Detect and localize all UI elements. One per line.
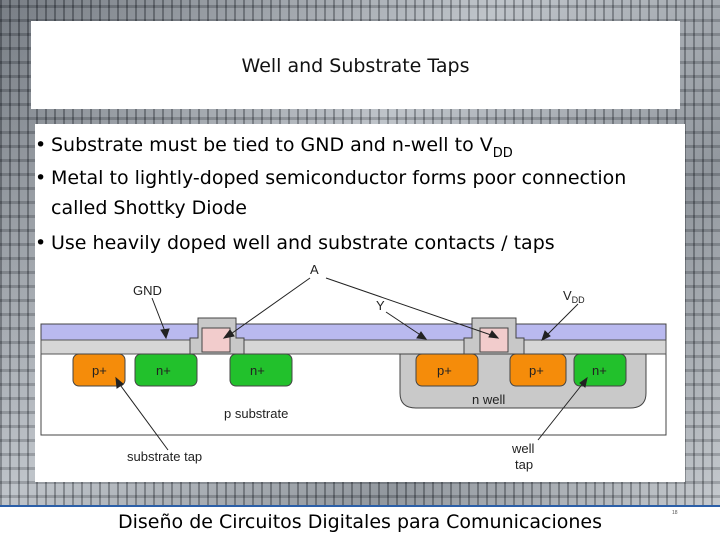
title-box: Well and Substrate Taps (31, 21, 680, 109)
label-vdd: VDD (563, 288, 585, 305)
bullet-marker: • (35, 163, 46, 193)
label-nplus-3: n+ (592, 363, 607, 378)
label-gnd: GND (133, 283, 162, 298)
bullet-3-text: Use heavily doped well and substrate con… (51, 232, 555, 254)
well-substrate-cross-section-diagram: A GND Y VDD p+ n+ n+ p+ p+ n+ n well p s… (40, 258, 668, 480)
label-nplus-1: n+ (156, 363, 171, 378)
label-y: Y (376, 298, 385, 313)
bullet-1-text: Substrate must be tied to GND and n-well… (51, 134, 493, 156)
bullet-2-line-1: Metal to lightly-doped semiconductor for… (51, 167, 626, 189)
bullet-marker: • (35, 228, 46, 258)
bullet-2-line-2: called Shottky Diode (35, 193, 685, 223)
gate-contact-1 (202, 328, 230, 352)
label-n-well: n well (472, 392, 505, 407)
label-pplus-2: p+ (437, 363, 452, 378)
bullet-1-subscript: DD (493, 146, 513, 161)
label-pplus-3: p+ (529, 363, 544, 378)
bullet-item-3: • Use heavily doped well and substrate c… (35, 228, 685, 258)
page-number: 18 (672, 510, 678, 516)
label-well-tap-line-2: tap (515, 457, 533, 472)
bullet-item-2: • Metal to lightly-doped semiconductor f… (35, 163, 685, 193)
label-vdd-v: V (563, 288, 572, 303)
bullet-item-1: • Substrate must be tied to GND and n-we… (35, 130, 685, 163)
slide-title: Well and Substrate Taps (31, 55, 680, 77)
bullet-list: • Substrate must be tied to GND and n-we… (35, 130, 685, 258)
label-p-substrate: p substrate (224, 406, 288, 421)
footer-title: Diseño de Circuitos Digitales para Comun… (0, 511, 720, 533)
label-nplus-2: n+ (250, 363, 265, 378)
gate-contact-2 (480, 328, 508, 352)
oxide-layer (41, 324, 666, 340)
label-substrate-tap: substrate tap (127, 449, 202, 464)
field-oxide (41, 340, 666, 354)
label-well-tap-line-1: well (511, 441, 535, 456)
bullet-marker: • (35, 130, 46, 160)
label-vdd-sub: DD (572, 295, 585, 305)
label-pplus-1: p+ (92, 363, 107, 378)
label-a: A (310, 262, 319, 277)
